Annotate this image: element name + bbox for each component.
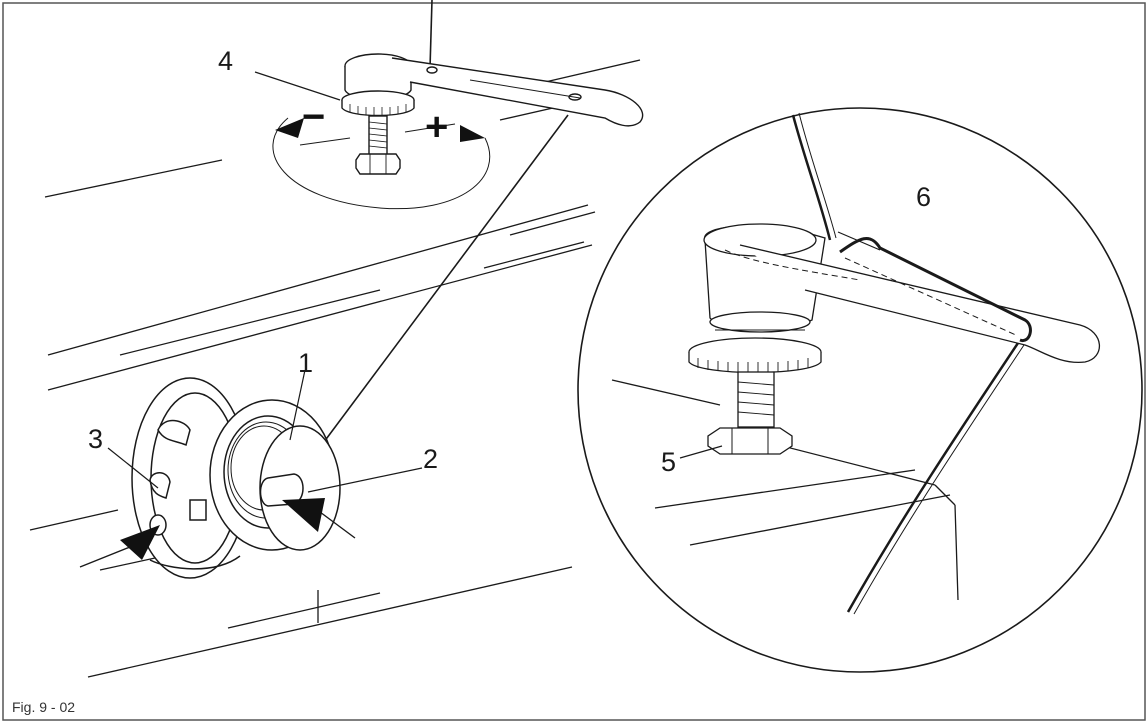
figure-caption: Fig. 9 - 02 (12, 699, 75, 715)
shaft-arrow-icon (282, 498, 325, 532)
callout-6: 6 (916, 182, 931, 212)
bobbin (209, 399, 341, 551)
callout-2: 2 (423, 444, 438, 474)
thread-line (311, 114, 569, 459)
hex-nut-top (355, 153, 401, 175)
callout-5: 5 (661, 447, 676, 477)
callout-1: 1 (298, 348, 313, 378)
callout-4: 4 (218, 46, 233, 76)
decrease-arrow-icon (275, 118, 304, 138)
tension-zone-ellipse (272, 117, 491, 210)
callout-leaders-left (107, 71, 423, 493)
thread-guide-arm (391, 57, 644, 127)
thread-top (429, 0, 433, 69)
magnified-hex-nut (707, 427, 793, 455)
screw-arrow-icon (120, 525, 160, 560)
machine-bed-lines (29, 59, 641, 678)
magnifier-circle (577, 107, 1143, 673)
increase-arrow-icon (460, 125, 485, 142)
magnified-guide-arm (739, 244, 1101, 364)
thread-tension-assembly (272, 0, 644, 210)
magnified-screw (737, 371, 775, 428)
callout-3: 3 (88, 424, 103, 454)
minus-sign: − (302, 95, 325, 139)
magnified-detail (577, 107, 1143, 673)
bobbin-case (131, 377, 249, 579)
plus-sign: + (425, 105, 448, 149)
